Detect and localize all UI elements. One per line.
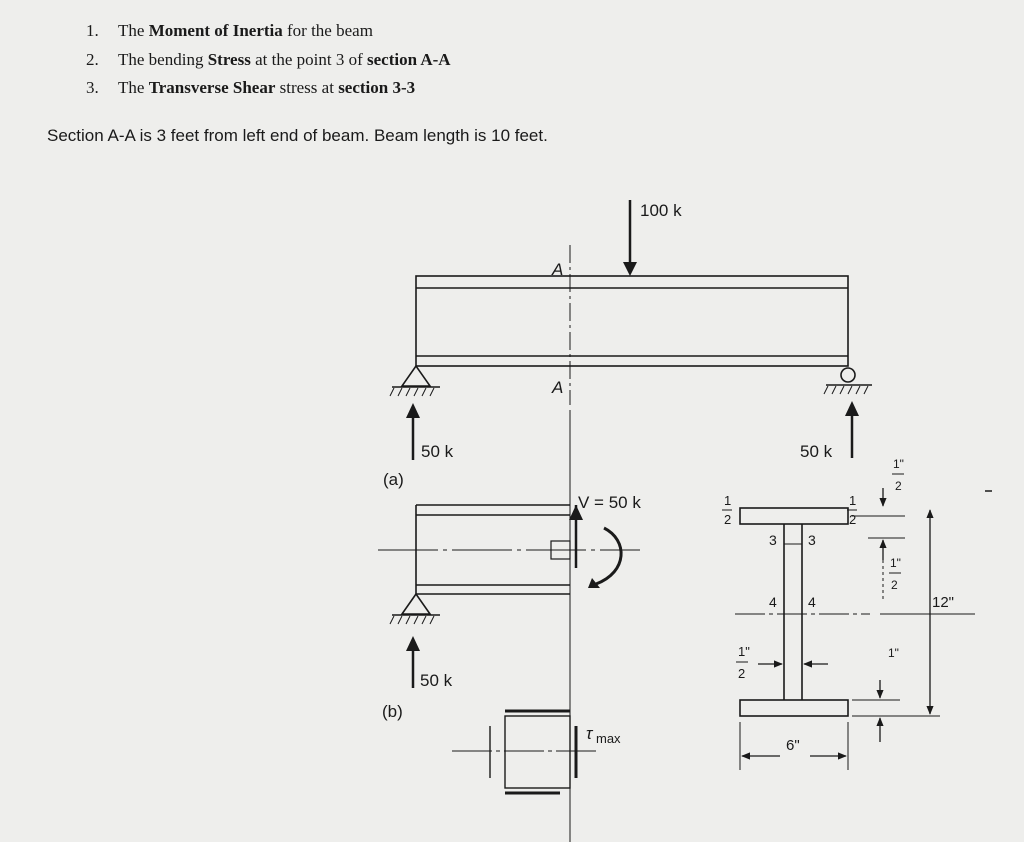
problem-note: Section A-A is 3 feet from left end of b… [47, 126, 548, 145]
reaction-arrow-left [406, 403, 420, 460]
beam-a [415, 275, 849, 367]
tau-subscript: max [596, 731, 621, 746]
question-2: 2.The bending Stress at the point 3 of s… [86, 50, 451, 69]
pin-support-b [389, 592, 440, 625]
half-right-top: 1 [849, 493, 856, 508]
question-3: 3.The Transverse Shear stress at section… [86, 78, 416, 97]
element-marker [550, 540, 571, 560]
question-1: 1.The Moment of Inertia for the beam [86, 21, 373, 40]
reaction-arrow-b [406, 636, 420, 688]
half-left-top: 1 [724, 493, 731, 508]
bottom-dim-label: 1" [888, 646, 899, 660]
figure-label-b: (b) [382, 702, 403, 721]
point-4-right: 4 [808, 594, 816, 610]
web-dim-num: 1" [738, 644, 750, 659]
reaction-label-left: 50 k [421, 442, 454, 461]
mid-dim-den: 2 [891, 578, 898, 592]
load-arrow [623, 200, 637, 276]
height-dim-label: 12" [932, 594, 954, 611]
reaction-label-b: 50 k [420, 671, 453, 690]
pin-support-left [389, 364, 440, 397]
shear-arrow [569, 505, 583, 568]
top-dim-num: 1" [893, 457, 904, 471]
half-right-bot: 2 [849, 512, 856, 527]
tau-symbol: τ [586, 724, 594, 743]
point-3-right: 3 [808, 532, 816, 548]
reaction-arrow-right [845, 401, 859, 458]
shear-stress-element [452, 709, 600, 795]
section-label-top: A [551, 260, 563, 279]
mid-dim-num: 1" [890, 556, 901, 570]
half-left-bot: 2 [724, 512, 731, 527]
load-label: 100 k [640, 201, 682, 220]
figure-label-a: (a) [383, 470, 404, 489]
point-4-left: 4 [769, 594, 777, 610]
section-label-bottom: A [551, 378, 563, 397]
point-3-left: 3 [769, 532, 777, 548]
reaction-label-right: 50 k [800, 442, 833, 461]
roller-support-right [823, 367, 872, 395]
top-dim-den: 2 [895, 479, 902, 493]
shear-label: V = 50 k [578, 493, 641, 512]
i-beam-section [739, 507, 849, 717]
moment-arrow [595, 526, 623, 586]
width-dim-label: 6" [786, 737, 800, 754]
web-dim-den: 2 [738, 666, 745, 681]
